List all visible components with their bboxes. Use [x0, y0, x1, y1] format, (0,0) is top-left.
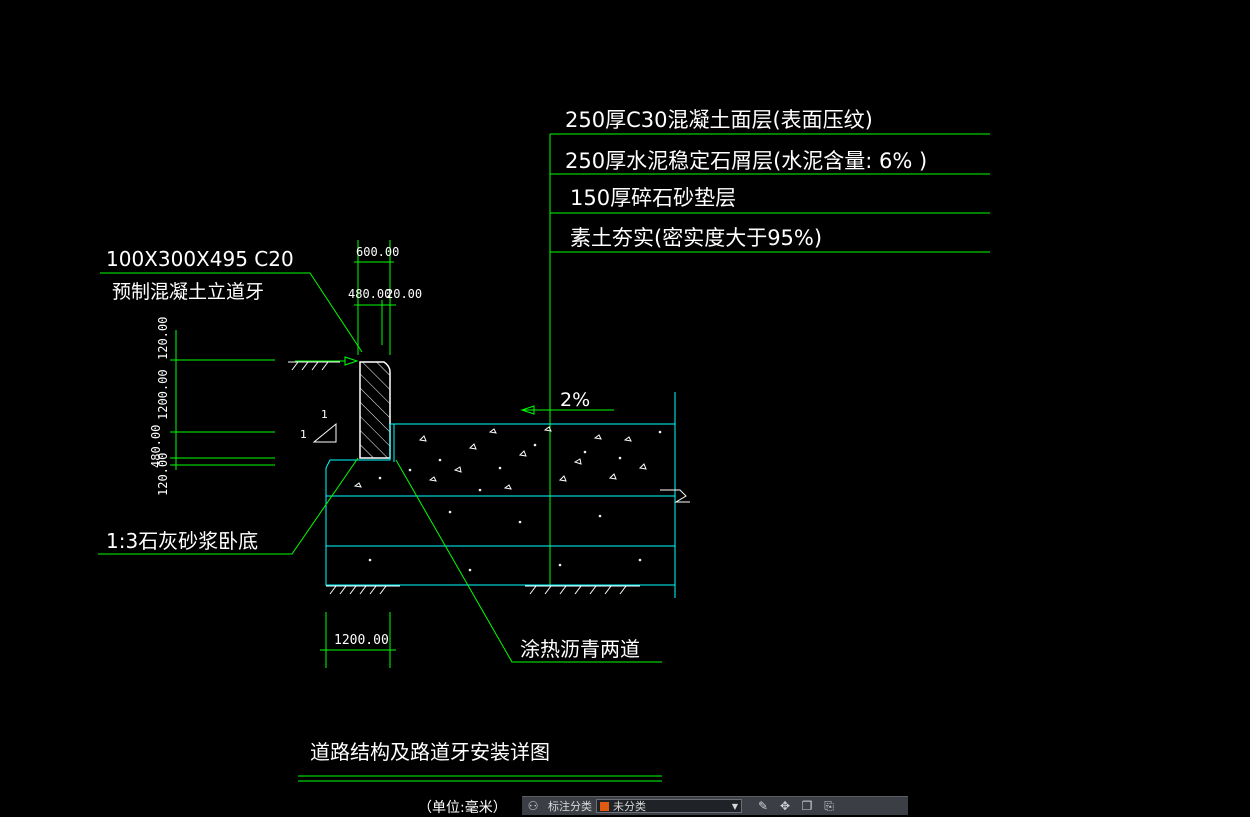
- chevron-down-icon: ▼: [731, 801, 738, 811]
- layer-label-base: 250厚水泥稳定石屑层(水泥含量: 6% ): [565, 149, 927, 173]
- layer-labels: 250厚C30混凝土面层(表面压纹) 250厚水泥稳定石屑层(水泥含量: 6% …: [565, 108, 927, 250]
- slope-ratio-triangle: [312, 422, 337, 443]
- slope-arrow-left: [344, 356, 359, 366]
- dim-left-a: 120.00: [156, 317, 170, 360]
- dim-top-left: 480.00: [348, 287, 391, 301]
- slope-ratio-v: 1: [300, 428, 307, 441]
- layer-label-surface: 250厚C30混凝土面层(表面压纹): [565, 108, 873, 132]
- dim-top-total: 600.00: [356, 245, 399, 259]
- mortar-leader: [98, 457, 359, 555]
- layer-label-cushion: 150厚碎石砂垫层: [570, 186, 736, 210]
- top-dimensions: [354, 240, 396, 355]
- edit-icon[interactable]: ✎: [757, 799, 769, 813]
- category-selected-value: 未分类: [613, 800, 646, 813]
- category-label: 标注分类: [548, 800, 592, 813]
- curb-spec-line2: 预制混凝土立道牙: [112, 281, 264, 303]
- asphalt-note: 涂热沥青两道: [520, 637, 640, 661]
- curb-spec-leader: [100, 272, 363, 353]
- break-symbol: [660, 489, 690, 503]
- copy-icon[interactable]: ❐: [801, 799, 813, 813]
- dim-bottom: 1200.00: [334, 633, 389, 648]
- category-color-swatch: [600, 801, 609, 811]
- left-dimensions: [170, 330, 275, 470]
- layer-label-subgrade: 素土夯实(密实度大于95%): [570, 226, 822, 250]
- layer-leader-lines: [549, 133, 990, 585]
- annotation-toolbar: ⚇ 标注分类 未分类 ▼ ✎ ✥ ❐ ⎘: [522, 796, 908, 815]
- slope-ratio-h: 1: [321, 408, 328, 421]
- dim-top-right: 20.00: [386, 287, 422, 301]
- asphalt-leader: [395, 459, 662, 663]
- bottom-ground-hatch: [326, 585, 640, 595]
- paste-icon[interactable]: ⎘: [824, 798, 834, 813]
- bottom-dimension: [320, 612, 396, 668]
- curb-stone: [359, 361, 391, 459]
- unit-note: （单位:毫米）: [418, 800, 507, 816]
- dim-left-b: 1200.00: [156, 369, 170, 420]
- dim-left-d: 120.00: [156, 453, 170, 496]
- dim-left-c: 480.00: [149, 425, 163, 468]
- left-ground-line: [288, 361, 340, 371]
- concrete-aggregate-hatch: [353, 426, 662, 572]
- pavement-structure: [325, 392, 676, 598]
- layers-icon[interactable]: ⚇: [527, 799, 539, 813]
- category-select[interactable]: 未分类 ▼: [596, 799, 742, 813]
- slope-arrow: [520, 405, 535, 415]
- move-icon[interactable]: ✥: [779, 799, 791, 813]
- mortar-note: 1:3石灰砂浆卧底: [106, 529, 258, 553]
- drawing-title: 道路结构及路道牙安装详图: [310, 740, 550, 764]
- curb-spec-line1: 100X300X495 C20: [106, 247, 294, 271]
- slope-label: 2%: [560, 389, 590, 411]
